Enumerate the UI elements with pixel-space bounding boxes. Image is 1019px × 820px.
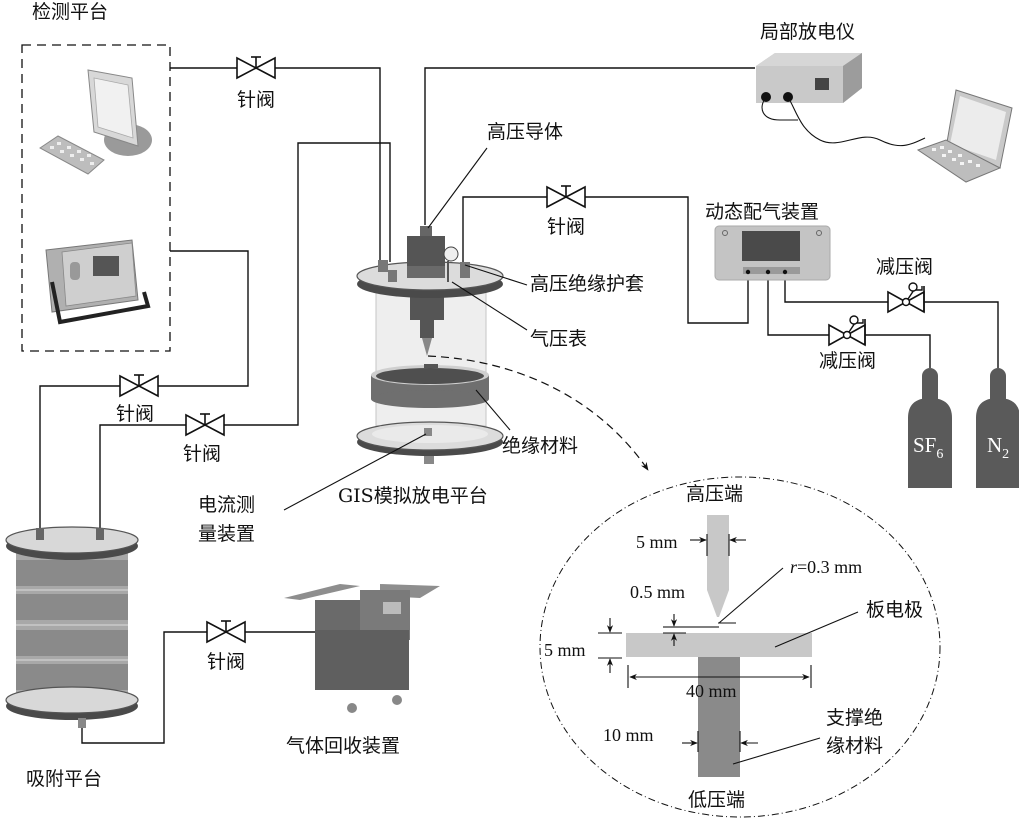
gap-dim: 0.5 mm [630, 582, 685, 602]
support-width-dim: 10 mm [603, 725, 654, 745]
gas-recovery-unit: 气体回收装置 [284, 584, 440, 757]
gis-platform-label: GIS模拟放电平台 [338, 485, 488, 507]
needle-width-dim: 5 mm [636, 532, 678, 552]
dynamic-gas-mixer-label: 动态配气装置 [705, 201, 819, 223]
hv-bushing-label: 高压绝缘护套 [530, 273, 644, 295]
sf6-label: SF6 [913, 433, 943, 462]
current-measure-label-line1: 电流测 [198, 494, 255, 516]
gis-labels: 高压导体 高压绝缘护套 气压表 绝缘材料 GIS模拟放电平台 电流测 量装置 [198, 121, 649, 545]
needle-valve-label: 针阀 [183, 443, 221, 465]
plate-thickness-dim: 5 mm [544, 640, 586, 660]
gis-discharge-platform [356, 226, 504, 464]
electrode-detail: 高压端 5 mm r=0.3 mm 0.5 mm 板电极 5 mm [539, 476, 941, 818]
detail-ellipse [539, 476, 941, 818]
hv-conductor-label: 高压导体 [487, 121, 563, 143]
needle-valve[interactable]: 针阀 [116, 374, 159, 425]
desktop-computer-icon [39, 69, 152, 175]
needle-valve-label: 针阀 [207, 651, 245, 673]
pipework [39, 67, 999, 744]
pressure-reducing-valve-label: 减压阀 [876, 256, 933, 278]
pressure-reducing-valve-label: 减压阀 [819, 350, 876, 372]
support-label-line1: 支撑绝 [826, 707, 883, 729]
needle-valve[interactable]: 针阀 [206, 620, 246, 673]
laptop-icon [916, 89, 1013, 183]
dynamic-gas-mixer: 动态配气装置 [705, 201, 831, 281]
sf6-cylinder: SF6 [908, 368, 952, 488]
partial-discharge-meter-label: 局部放电仪 [760, 21, 855, 43]
adsorption-platform: 吸附平台 [5, 526, 139, 790]
needle-valve-label: 针阀 [547, 216, 585, 238]
detection-platform-boundary [21, 44, 171, 352]
pressure-gauge-label: 气压表 [530, 328, 587, 350]
plate-electrode [626, 633, 812, 657]
n2-label: N2 [987, 433, 1009, 462]
needle-valve-label: 针阀 [116, 403, 154, 425]
gas-analyzer-icon [45, 239, 151, 325]
support-insulation [698, 657, 740, 777]
needle-valve[interactable]: 针阀 [546, 185, 586, 238]
plate-electrode-label: 板电极 [866, 599, 923, 621]
support-label-line2: 缘材料 [826, 735, 883, 757]
needle-valve[interactable]: 针阀 [236, 56, 276, 111]
gas-recovery-label: 气体回收装置 [286, 735, 400, 757]
lv-end-label: 低压端 [688, 789, 745, 811]
needle-electrode [707, 515, 729, 617]
adsorption-platform-label: 吸附平台 [26, 768, 102, 790]
pressure-reducing-valve[interactable]: 减压阀 [876, 256, 933, 314]
plate-width-dim: 40 mm [686, 681, 737, 701]
insulation-material-label: 绝缘材料 [502, 435, 578, 457]
needle-valve-label: 针阀 [237, 89, 275, 111]
detection-platform-label: 检测平台 [32, 1, 108, 23]
detection-platform: 检测平台 [21, 1, 171, 352]
pressure-reducing-valve[interactable]: 减压阀 [819, 315, 876, 372]
tip-radius-dim: r=0.3 mm [790, 557, 862, 577]
n2-cylinder: N2 [976, 368, 1019, 488]
hv-end-label: 高压端 [686, 483, 743, 505]
current-measure-label-line2: 量装置 [198, 523, 255, 545]
partial-discharge-meter: 局部放电仪 [756, 21, 926, 147]
detail-callout-arrow [427, 355, 649, 471]
needle-valve[interactable]: 针阀 [183, 413, 225, 465]
